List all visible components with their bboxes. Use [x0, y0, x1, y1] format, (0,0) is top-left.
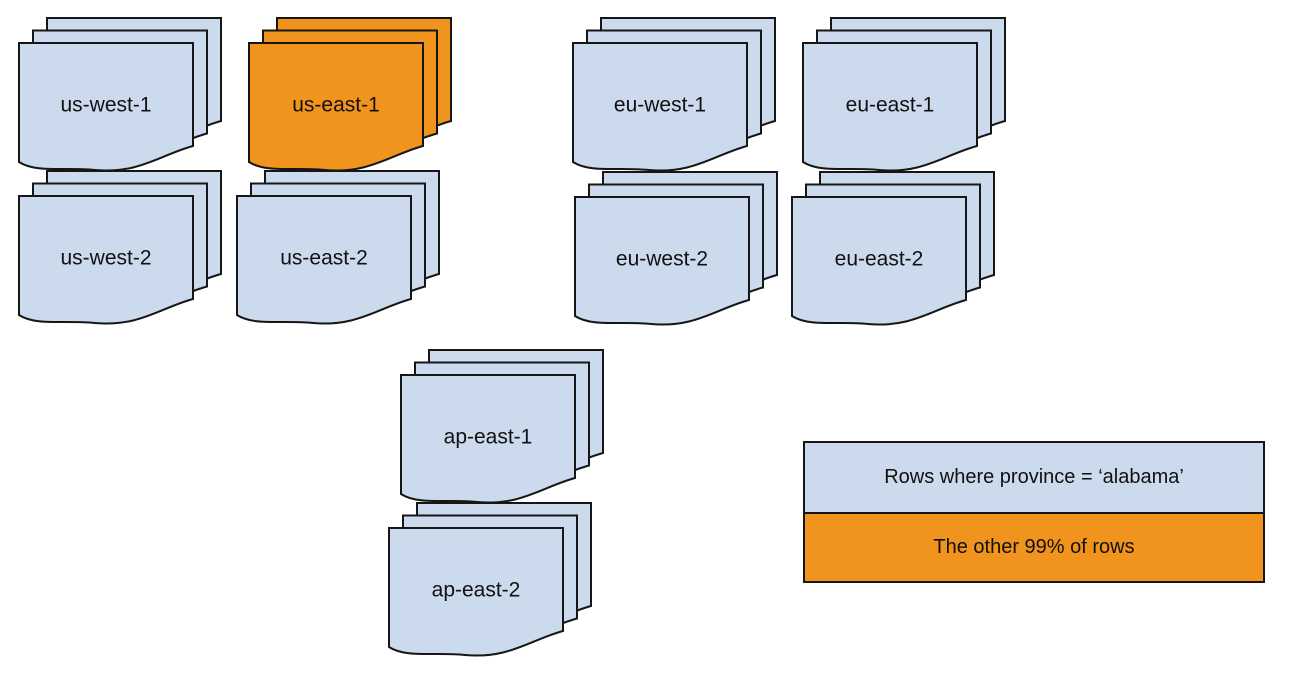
region-label: eu-east-2: [835, 248, 924, 271]
region-label: ap-east-1: [444, 426, 533, 449]
region-stack-ap-east-2: ap-east-2: [387, 499, 593, 661]
legend-item-label: The other 99% of rows: [933, 536, 1135, 558]
region-label: eu-west-2: [616, 248, 708, 271]
region-label: us-west-2: [60, 247, 151, 270]
region-stack-eu-east-1: eu-east-1: [801, 14, 1007, 176]
region-label: us-west-1: [60, 94, 151, 117]
region-stack-eu-west-2: eu-west-2: [573, 168, 779, 330]
region-stack-ap-east-1: ap-east-1: [399, 346, 605, 508]
region-label: ap-east-2: [432, 579, 521, 602]
region-stack-us-west-2: us-west-2: [17, 167, 223, 329]
legend-item-other-rows: The other 99% of rows: [805, 512, 1263, 581]
region-stack-us-east-1: us-east-1: [247, 14, 453, 176]
region-stack-eu-east-2: eu-east-2: [790, 168, 996, 330]
region-label: us-east-1: [292, 94, 380, 117]
region-stack-us-west-1: us-west-1: [17, 14, 223, 176]
region-label: eu-west-1: [614, 94, 706, 117]
region-label: us-east-2: [280, 247, 368, 270]
legend: Rows where province = ‘alabama’ The othe…: [803, 441, 1265, 583]
region-stack-eu-west-1: eu-west-1: [571, 14, 777, 176]
region-stack-us-east-2: us-east-2: [235, 167, 441, 329]
legend-item-alabama-rows: Rows where province = ‘alabama’: [805, 443, 1263, 512]
legend-item-label: Rows where province = ‘alabama’: [884, 466, 1184, 488]
region-label: eu-east-1: [846, 94, 935, 117]
